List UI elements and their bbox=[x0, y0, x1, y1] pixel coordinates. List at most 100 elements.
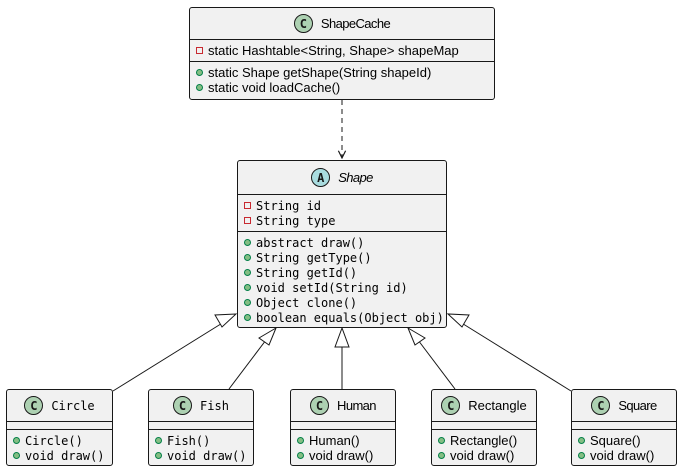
method-text: void draw() bbox=[590, 448, 655, 463]
method-row: static void loadCache() bbox=[196, 80, 494, 95]
method-text: String getType() bbox=[256, 250, 372, 265]
fields-section bbox=[432, 422, 536, 430]
public-visibility-icon bbox=[155, 452, 162, 459]
private-visibility-icon bbox=[244, 217, 251, 224]
inheritance-square bbox=[446, 313, 572, 392]
class-stereotype-icon: C bbox=[310, 396, 330, 415]
method-row: void setId(String id) bbox=[244, 280, 446, 295]
fields-section bbox=[149, 422, 253, 430]
method-row: void draw() bbox=[155, 448, 253, 463]
field-row: String id bbox=[244, 198, 446, 213]
private-visibility-icon bbox=[196, 47, 203, 54]
abstract-stereotype-icon: A bbox=[311, 168, 331, 187]
methods-section: Circle() void draw() bbox=[7, 430, 112, 465]
method-text: Human() bbox=[309, 433, 360, 448]
public-visibility-icon bbox=[244, 269, 251, 276]
class-header: C Human bbox=[291, 390, 395, 422]
inheritance-fish bbox=[228, 326, 278, 390]
method-text: abstract draw() bbox=[256, 235, 365, 250]
field-row: String type bbox=[244, 213, 446, 228]
method-text: Circle() bbox=[25, 433, 83, 448]
public-visibility-icon bbox=[244, 239, 251, 246]
method-text: void draw() bbox=[25, 448, 105, 463]
class-name: ShapeCache bbox=[320, 16, 391, 31]
class-stereotype-icon: C bbox=[24, 396, 44, 415]
shape-abstract-class: A Shape String id String type abstract d… bbox=[237, 160, 447, 328]
method-text: static void loadCache() bbox=[208, 80, 341, 95]
field-text: static Hashtable<String, Shape> shapeMap bbox=[208, 43, 459, 58]
rectangle-class: C Rectangle Rectangle() void draw() bbox=[431, 389, 537, 466]
fields-section: String id String type bbox=[238, 195, 446, 232]
fields-section: static Hashtable<String, Shape> shapeMap bbox=[190, 40, 494, 62]
public-visibility-icon bbox=[196, 69, 203, 76]
public-visibility-icon bbox=[578, 437, 585, 444]
class-name: Circle bbox=[51, 398, 95, 413]
methods-section: Rectangle() void draw() bbox=[432, 430, 536, 465]
method-row: abstract draw() bbox=[244, 235, 446, 250]
class-name: Fish bbox=[200, 398, 229, 413]
methods-section: abstract draw() String getType() String … bbox=[238, 232, 446, 327]
method-text: static Shape getShape(String shapeId) bbox=[208, 65, 432, 80]
fields-section bbox=[291, 422, 395, 430]
method-row: Square() bbox=[578, 433, 676, 448]
inheritance-circle bbox=[112, 313, 238, 392]
public-visibility-icon bbox=[297, 437, 304, 444]
shape-cache-class: C ShapeCache static Hashtable<String, Sh… bbox=[189, 7, 495, 100]
class-name: Square bbox=[618, 398, 657, 413]
public-visibility-icon bbox=[297, 452, 304, 459]
class-stereotype-icon: C bbox=[591, 396, 611, 415]
method-row: Fish() bbox=[155, 433, 253, 448]
fields-section bbox=[572, 422, 676, 430]
method-text: Object clone() bbox=[256, 295, 358, 310]
method-row: Rectangle() bbox=[438, 433, 536, 448]
method-text: void draw() bbox=[309, 448, 374, 463]
methods-section: Square() void draw() bbox=[572, 430, 676, 465]
class-stereotype-icon: C bbox=[293, 14, 313, 33]
public-visibility-icon bbox=[244, 284, 251, 291]
class-header: C Square bbox=[572, 390, 676, 422]
field-text: String type bbox=[256, 213, 336, 228]
public-visibility-icon bbox=[196, 84, 203, 91]
class-header: C Circle bbox=[7, 390, 112, 422]
method-text: void setId(String id) bbox=[256, 280, 408, 295]
public-visibility-icon bbox=[244, 299, 251, 306]
public-visibility-icon bbox=[244, 314, 251, 321]
method-row: boolean equals(Object obj) bbox=[244, 310, 446, 325]
method-text: String getId() bbox=[256, 265, 358, 280]
method-row: Object clone() bbox=[244, 295, 446, 310]
methods-section: static Shape getShape(String shapeId) st… bbox=[190, 62, 494, 98]
method-row: void draw() bbox=[578, 448, 676, 463]
public-visibility-icon bbox=[244, 254, 251, 261]
method-text: void draw() bbox=[167, 448, 247, 463]
public-visibility-icon bbox=[438, 452, 445, 459]
method-row: void draw() bbox=[438, 448, 536, 463]
method-row: Circle() bbox=[13, 433, 112, 448]
private-visibility-icon bbox=[244, 202, 251, 209]
field-text: String id bbox=[256, 198, 322, 213]
public-visibility-icon bbox=[578, 452, 585, 459]
class-name: Shape bbox=[338, 170, 373, 185]
circle-class: C Circle Circle() void draw() bbox=[6, 389, 113, 466]
methods-section: Fish() void draw() bbox=[149, 430, 253, 465]
inheritance-human bbox=[334, 326, 350, 389]
method-row: Human() bbox=[297, 433, 395, 448]
class-name: Rectangle bbox=[468, 398, 527, 413]
class-header: C ShapeCache bbox=[190, 8, 494, 40]
method-row: static Shape getShape(String shapeId) bbox=[196, 65, 494, 80]
methods-section: Human() void draw() bbox=[291, 430, 395, 465]
field-row: static Hashtable<String, Shape> shapeMap bbox=[196, 43, 494, 58]
method-text: Square() bbox=[590, 433, 641, 448]
method-row: void draw() bbox=[13, 448, 112, 463]
public-visibility-icon bbox=[155, 437, 162, 444]
method-text: Rectangle() bbox=[450, 433, 518, 448]
public-visibility-icon bbox=[438, 437, 445, 444]
inheritance-rectangle bbox=[406, 326, 456, 390]
method-text: boolean equals(Object obj) bbox=[256, 310, 444, 325]
class-header: C Fish bbox=[149, 390, 253, 422]
public-visibility-icon bbox=[13, 452, 20, 459]
class-header: A Shape bbox=[238, 161, 446, 195]
class-header: C Rectangle bbox=[432, 390, 536, 422]
method-row: void draw() bbox=[297, 448, 395, 463]
